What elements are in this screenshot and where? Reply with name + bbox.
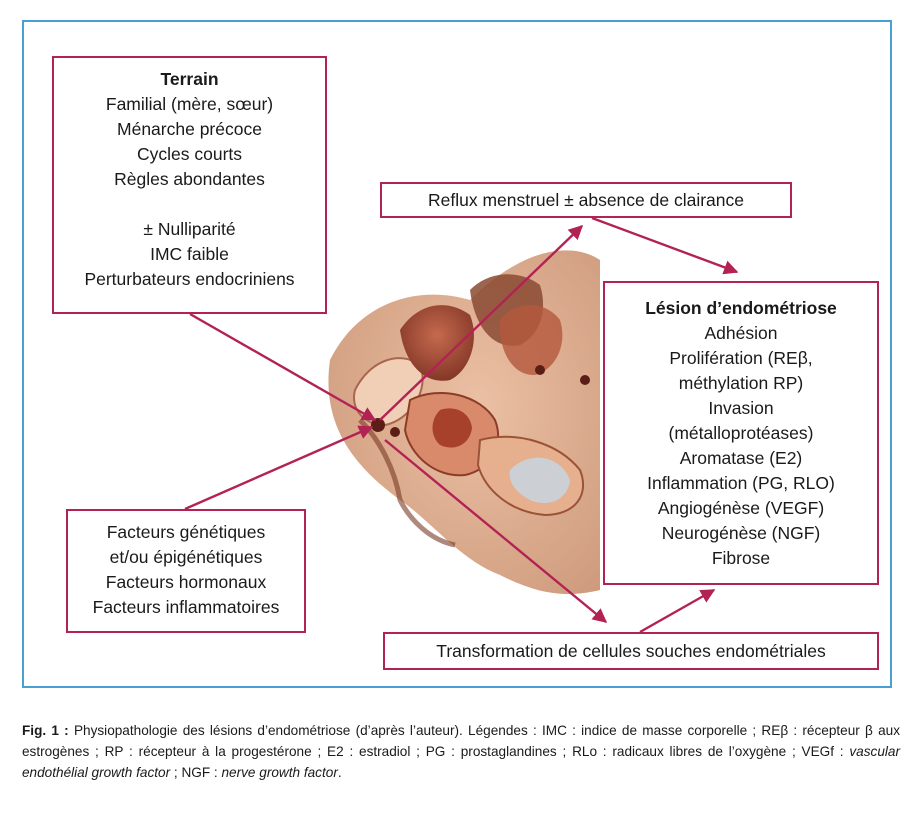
terrain-spacer	[54, 192, 325, 217]
lesion-box: Lésion d’endométriose Adhésion Proliféra…	[603, 281, 879, 585]
lesion-line: méthylation RP)	[678, 373, 804, 393]
reflux-box: Reflux menstruel ± absence de clairance	[380, 182, 792, 218]
facteurs-box: Facteurs génétiques et/ou épigénétiques …	[66, 509, 306, 633]
terrain-line: Règles abondantes	[114, 169, 265, 189]
caption-text: ; NGF :	[170, 765, 222, 780]
figure-caption: Fig. 1 : Physiopathologie des lésions d’…	[22, 720, 900, 783]
terrain-line: Familial (mère, sœur)	[105, 94, 274, 114]
caption-italic: vascular endothélial growth factor	[22, 744, 900, 780]
terrain-line: Cycles courts	[136, 144, 243, 164]
transformation-box: Transformation de cellules souches endom…	[383, 632, 879, 670]
caption-lead: Fig. 1 :	[22, 723, 69, 738]
facteurs-line: Facteurs hormonaux	[105, 572, 267, 592]
caption-italic: nerve growth factor	[221, 765, 338, 780]
terrain-line: Ménarche précoce	[117, 119, 262, 139]
facteurs-line: Facteurs inflammatoires	[92, 597, 280, 617]
terrain-line: Perturbateurs endocriniens	[84, 269, 295, 289]
lesion-line: Inflammation (PG, RLO)	[647, 473, 835, 493]
lesion-line: Fibrose	[711, 548, 771, 568]
terrain-line: ± Nulliparité	[143, 219, 236, 239]
lesion-line: Invasion	[708, 398, 774, 418]
lesion-line: Aromatase (E2)	[679, 448, 803, 468]
terrain-box: Terrain Familial (mère, sœur) Ménarche p…	[52, 56, 327, 314]
reflux-label: Reflux menstruel ± absence de clairance	[427, 190, 745, 210]
terrain-title: Terrain	[160, 69, 219, 89]
caption-text: Physiopathologie des lésions d’endométri…	[22, 723, 900, 759]
lesion-line: Prolifération (REβ,	[669, 348, 813, 368]
facteurs-line: Facteurs génétiques	[106, 522, 266, 542]
facteurs-line: et/ou épigénétiques	[109, 547, 263, 567]
caption-text: .	[337, 765, 342, 780]
lesion-line: (métalloprotéases)	[668, 423, 814, 443]
lesion-title: Lésion d’endométriose	[645, 298, 837, 318]
lesion-line: Neurogénèse (NGF)	[661, 523, 821, 543]
transformation-label: Transformation de cellules souches endom…	[436, 641, 826, 661]
terrain-line: IMC faible	[150, 244, 229, 264]
lesion-line: Adhésion	[704, 323, 778, 343]
lesion-line: Angiogénèse (VEGF)	[657, 498, 825, 518]
